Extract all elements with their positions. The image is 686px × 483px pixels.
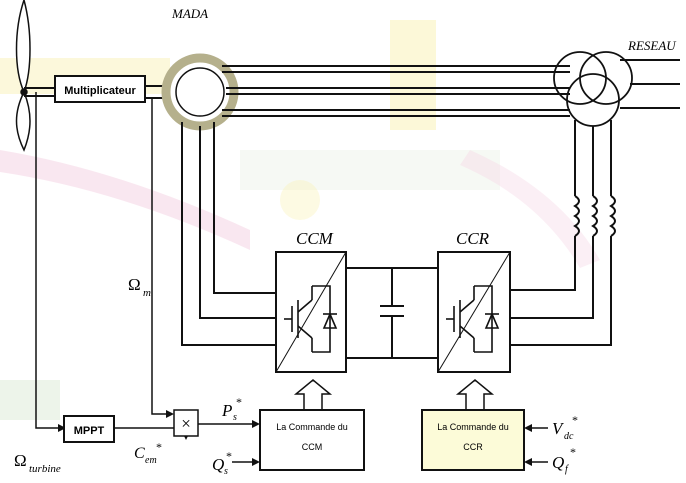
- ccr-diagonal: [437, 251, 511, 373]
- ccr-command-line2: CCR: [463, 442, 483, 452]
- svg-text:m: m: [143, 287, 151, 299]
- turbine-blades: [15, 0, 31, 152]
- svg-text:Q: Q: [212, 455, 224, 474]
- ccm-diagonal: [275, 251, 347, 373]
- ccr-command-box: [421, 409, 525, 471]
- ps-label: P s *: [221, 395, 242, 423]
- svg-text:em: em: [145, 455, 157, 466]
- omega-m-line: [151, 98, 172, 415]
- multiplicateur-box: [54, 75, 146, 103]
- svg-text:f: f: [565, 464, 569, 475]
- ccm-command-line2: CCM: [302, 442, 323, 452]
- svg-text:Ω: Ω: [14, 451, 27, 470]
- ccr-label: CCR: [456, 229, 490, 248]
- filter-inductors: [573, 195, 616, 237]
- omega-turbine-line: [35, 92, 64, 429]
- ccm-command-box: [259, 409, 365, 471]
- rotor-line-1: [181, 122, 276, 346]
- qs-label: Q s *: [212, 449, 232, 477]
- ccm-label: CCM: [296, 229, 334, 248]
- svg-text:dc: dc: [564, 431, 574, 442]
- ccr-igbt-icon: [446, 285, 500, 353]
- svg-text:*: *: [156, 440, 162, 454]
- reseau-label: RESEAU: [627, 38, 677, 53]
- svg-text:P: P: [221, 401, 232, 420]
- mada-rotor: [175, 67, 225, 117]
- omega-m-label: Ω m: [128, 275, 151, 299]
- svg-text:*: *: [236, 395, 242, 409]
- svg-text:Q: Q: [552, 453, 564, 472]
- svg-text:*: *: [570, 445, 576, 459]
- multiplicateur-label: Multiplicateur: [64, 85, 136, 97]
- mppt-box: [63, 415, 115, 443]
- ccr-command-arrow: [455, 379, 495, 410]
- svg-text:V: V: [552, 419, 565, 438]
- ccm-igbt-icon: [284, 285, 338, 353]
- mppt-label: MPPT: [74, 425, 105, 437]
- dc-capacitor: [380, 268, 404, 358]
- multiplier-box: [173, 409, 199, 437]
- mada-label: MADA: [171, 6, 208, 21]
- multiply-symbol: ×: [181, 414, 191, 433]
- ccr-out-1: [510, 236, 576, 291]
- svg-text:C: C: [134, 445, 145, 462]
- svg-text:s: s: [224, 466, 228, 477]
- ccr-out-3: [510, 236, 612, 346]
- qf-label: Q f *: [552, 445, 576, 475]
- cem-label: C em *: [134, 440, 162, 466]
- ccm-command-line1: La Commande du: [276, 422, 348, 432]
- svg-text:*: *: [226, 449, 232, 463]
- rotor-line-3: [213, 122, 276, 294]
- svg-text:Ω: Ω: [128, 275, 141, 294]
- ccr-out-2: [510, 236, 594, 319]
- svg-text:turbine: turbine: [29, 463, 61, 475]
- ccm-command-arrow: [293, 379, 333, 410]
- background-watermark: [0, 20, 600, 420]
- omega-turbine-label: Ω turbine: [14, 451, 61, 475]
- vdc-label: V dc *: [552, 413, 578, 442]
- svg-text:s: s: [233, 412, 237, 423]
- rotor-line-2: [199, 126, 276, 319]
- ccr-command-line1: La Commande du: [437, 422, 509, 432]
- svg-text:*: *: [572, 413, 578, 427]
